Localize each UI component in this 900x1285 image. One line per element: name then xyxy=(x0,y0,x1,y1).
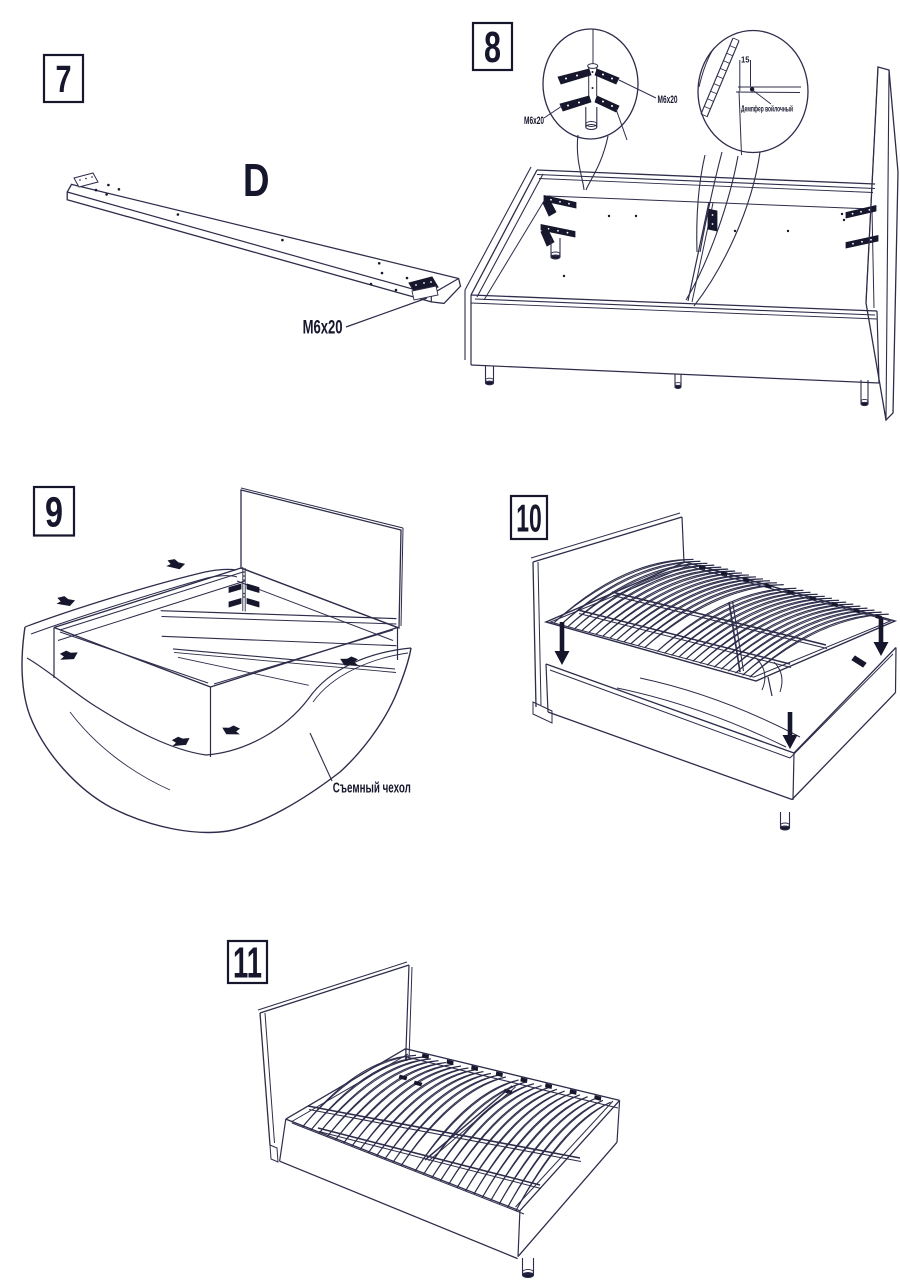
svg-text:M6x20: M6x20 xyxy=(303,318,343,339)
svg-text:9: 9 xyxy=(45,489,63,536)
svg-text:15: 15 xyxy=(741,56,750,65)
svg-text:М6х20: М6х20 xyxy=(524,115,544,127)
svg-text:Съемный чехол: Съемный чехол xyxy=(333,781,411,797)
svg-text:Демпфер войлочный: Демпфер войлочный xyxy=(741,105,793,114)
svg-text:11: 11 xyxy=(233,939,262,988)
svg-text:7: 7 xyxy=(56,59,72,101)
svg-text:8: 8 xyxy=(484,23,501,72)
svg-text:10: 10 xyxy=(516,497,542,540)
svg-text:М6х20: М6х20 xyxy=(658,94,678,106)
svg-text:D: D xyxy=(243,154,270,206)
